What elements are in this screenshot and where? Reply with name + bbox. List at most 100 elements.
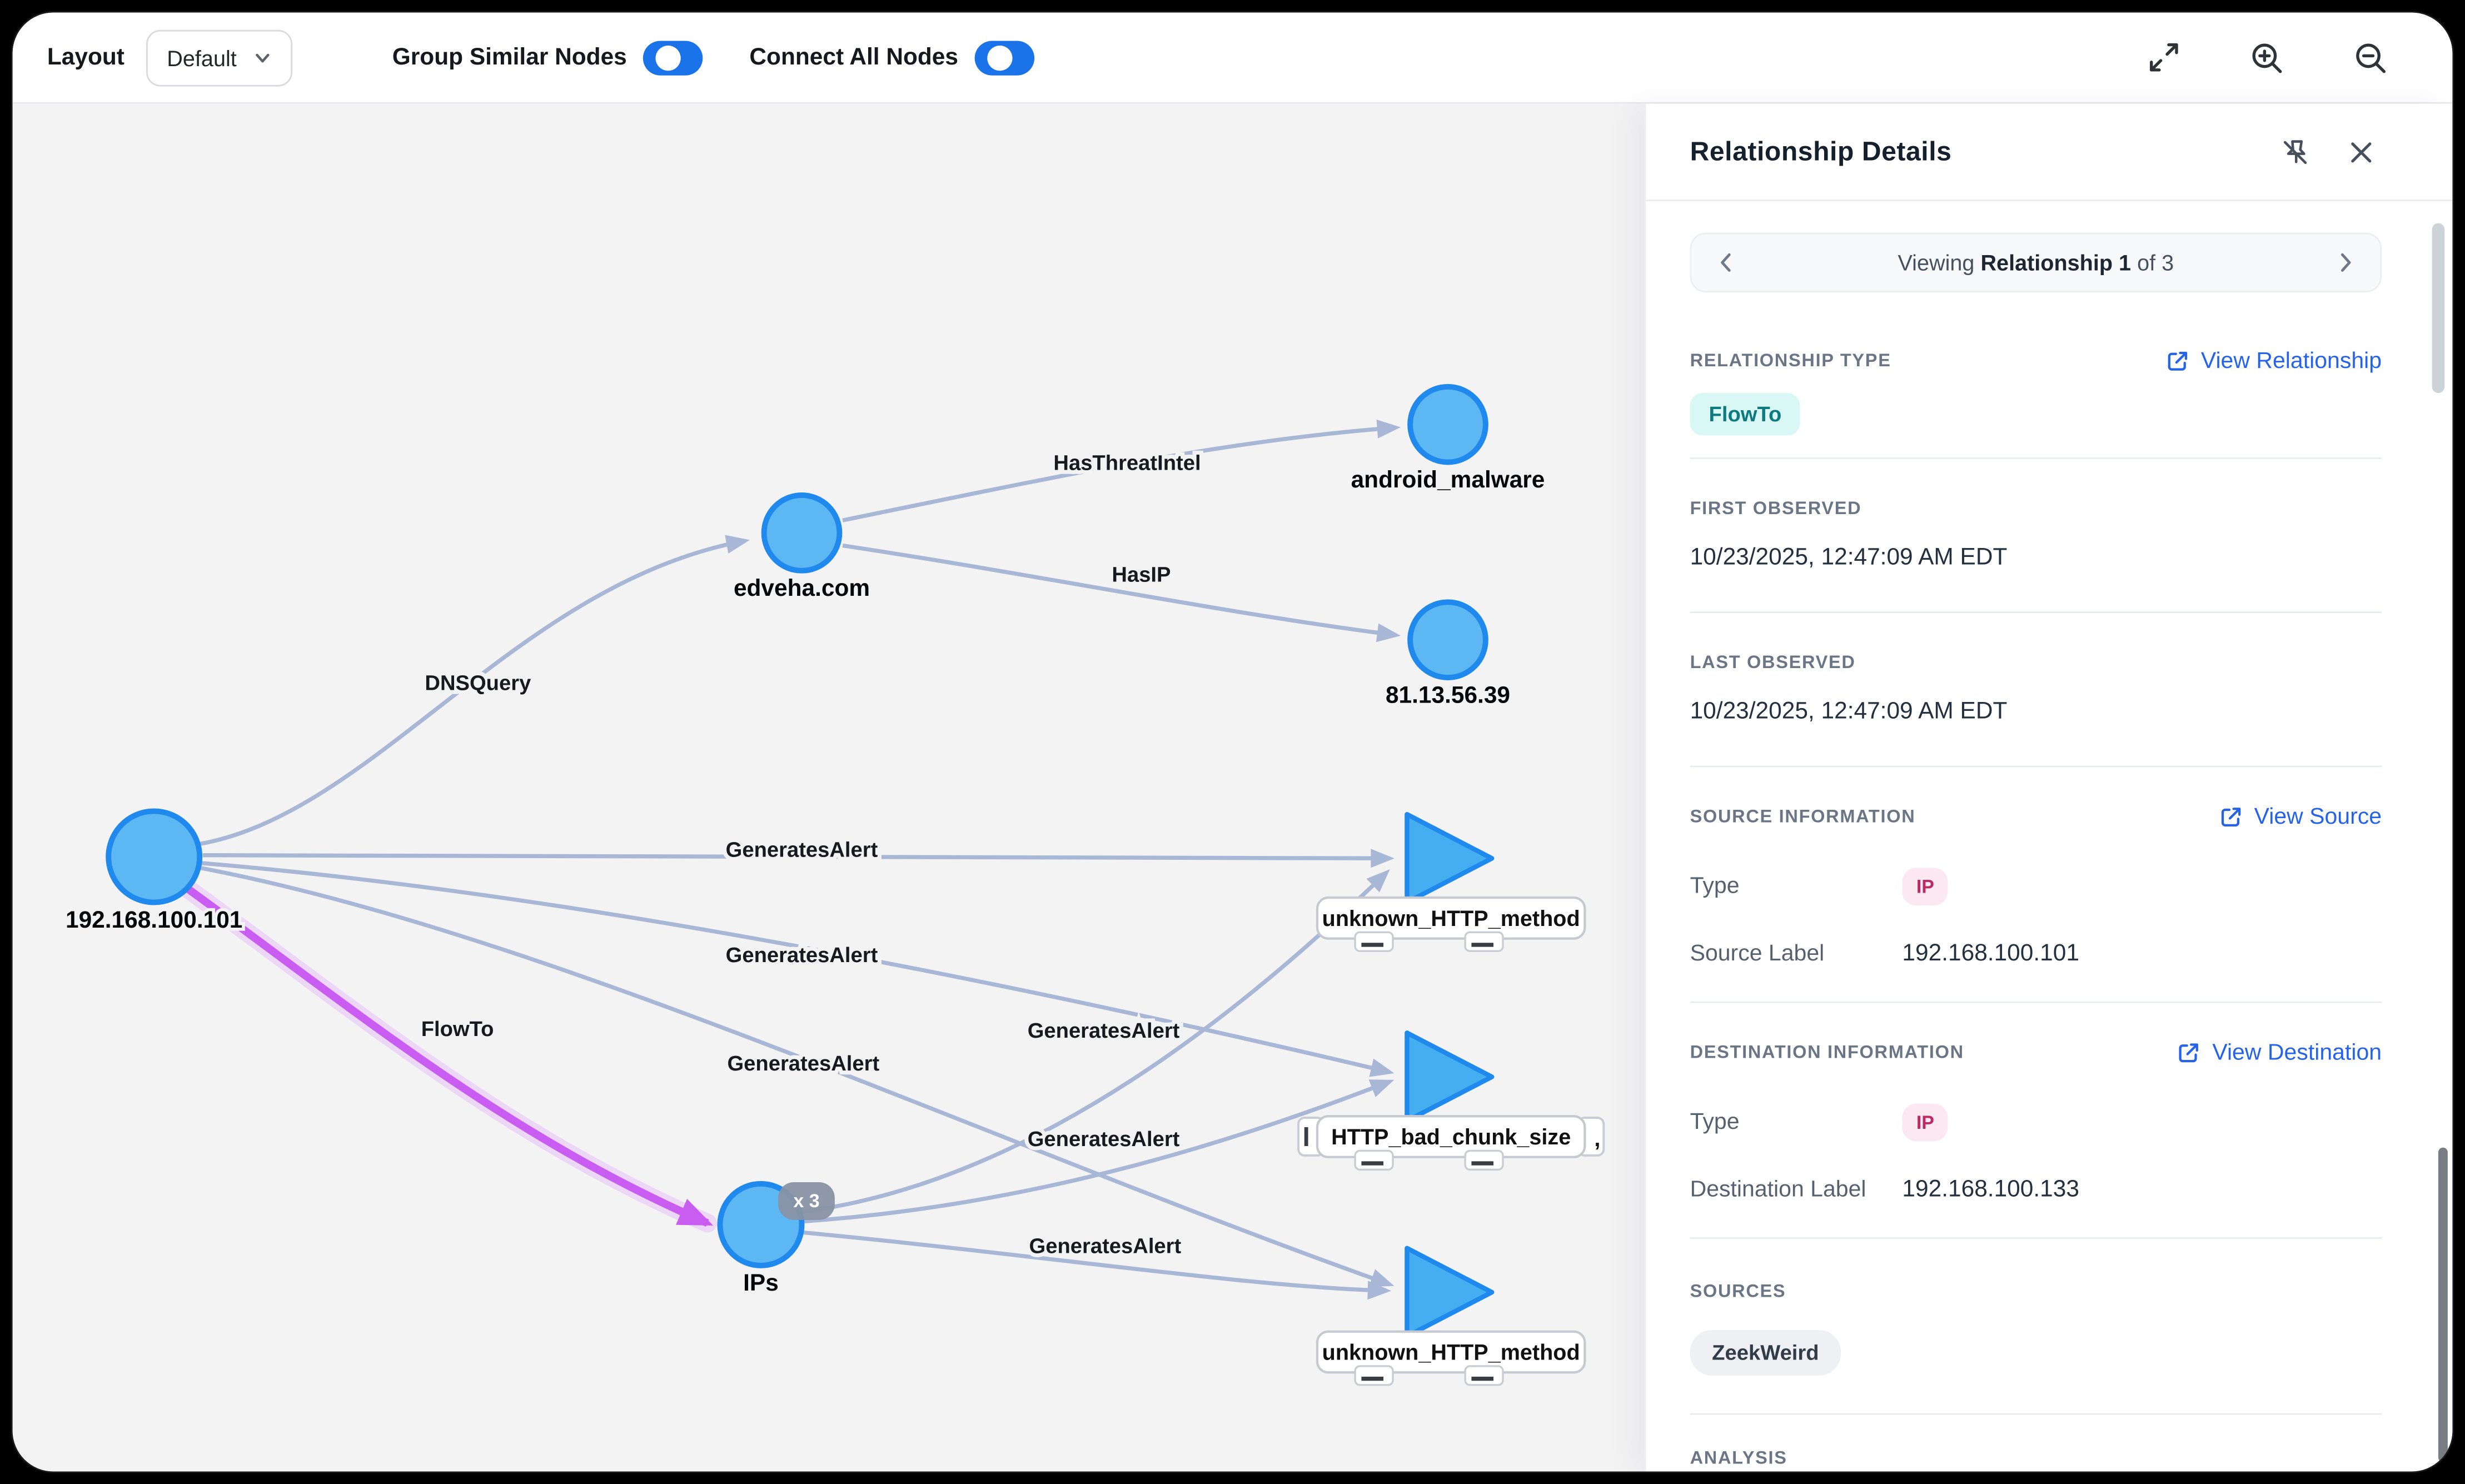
view-relationship-link[interactable]: View Relationship <box>2165 349 2382 374</box>
node-ip101[interactable] <box>106 808 203 905</box>
layout-select[interactable]: Default <box>146 29 292 86</box>
connect-all-nodes-control: Connect All Nodes <box>749 40 1034 75</box>
panel-body: Viewing Relationship 1 of 3 RELATIONSHIP… <box>1646 201 2452 1471</box>
edge-label-hasthreatintel: HasThreatIntel <box>1053 451 1201 475</box>
edge-label-generatesalert-6: GeneratesAlert <box>1029 1234 1182 1258</box>
chevron-right-icon <box>2340 253 2351 272</box>
label-fragment <box>1464 1365 1504 1386</box>
connect-all-nodes-label: Connect All Nodes <box>749 44 959 71</box>
panel-header: Relationship Details <box>1646 104 2453 202</box>
destination-label-row: Destination Label 192.168.100.133 <box>1690 1176 2382 1203</box>
last-observed-value: 10/23/2025, 12:47:09 AM EDT <box>1690 698 2008 725</box>
node-label-box-tri1 <box>1316 896 1586 940</box>
first-observed-value: 10/23/2025, 12:47:09 AM EDT <box>1690 544 2008 571</box>
node-ip81[interactable] <box>1407 599 1488 681</box>
source-label-key: Source Label <box>1690 940 1825 967</box>
relationship-details-panel: Relationship Details <box>1644 103 2453 1472</box>
node-tri3[interactable] <box>1405 1246 1495 1339</box>
external-link-icon <box>2221 808 2240 827</box>
next-relationship-button[interactable] <box>2330 247 2362 278</box>
window-scrollbar[interactable] <box>2438 1147 2448 1462</box>
source-type-badge: IP <box>1902 868 1949 906</box>
edge-generatesalert-2[interactable] <box>201 861 1395 1077</box>
source-label-value: 192.168.100.101 <box>1902 940 2079 967</box>
label-fragment <box>1354 1365 1394 1386</box>
relationship-pager: Viewing Relationship 1 of 3 <box>1690 232 2382 293</box>
edge-generatesalert-3[interactable] <box>199 865 1395 1287</box>
chevron-down-icon <box>255 53 269 62</box>
node-label-ip81: 81.13.56.39 <box>1386 681 1510 708</box>
group-similar-nodes-control: Group Similar Nodes <box>392 40 703 75</box>
node-edveha[interactable] <box>761 492 843 574</box>
layout-select-value: Default <box>167 44 237 70</box>
group-similar-nodes-label: Group Similar Nodes <box>392 44 627 71</box>
expand-icon <box>2149 43 2178 72</box>
divider <box>1690 1001 2382 1003</box>
node-label-ips: IPs <box>743 1269 779 1296</box>
edge-generatesalert-1[interactable] <box>202 849 1395 868</box>
node-label-box-tri2 <box>1316 1115 1586 1158</box>
edge-label-generatesalert-4: GeneratesAlert <box>1028 1019 1180 1043</box>
destination-information-section: DESTINATION INFORMATION View Destination <box>1690 1040 2382 1065</box>
node-tri1[interactable] <box>1405 811 1495 905</box>
edge-hasthreatintel[interactable] <box>842 419 1401 522</box>
zoom-in-button[interactable] <box>2248 38 2286 76</box>
source-type-label: Type <box>1690 874 1740 899</box>
close-panel-button[interactable] <box>2342 133 2380 171</box>
label-fragment <box>1354 1149 1394 1171</box>
chevron-left-icon <box>1721 253 1731 272</box>
unpin-button[interactable] <box>2277 133 2314 171</box>
edge-flowto[interactable] <box>173 877 714 1227</box>
sources-badge: ZeekWeird <box>1690 1329 1841 1376</box>
edge-dnsquery[interactable] <box>197 535 750 846</box>
label-fragment <box>1464 931 1504 952</box>
relationship-type-section: RELATIONSHIP TYPE View Relationship <box>1690 349 2382 374</box>
edge-label-flowto: FlowTo <box>421 1017 494 1041</box>
edge-generatesalert-5[interactable] <box>801 1079 1395 1224</box>
destination-type-row: Type IP <box>1690 1103 2382 1142</box>
edge-hasip[interactable] <box>842 543 1401 643</box>
divider <box>1690 457 2382 459</box>
node-android[interactable] <box>1407 384 1488 465</box>
last-observed-label: LAST OBSERVED <box>1690 654 1856 673</box>
node-label-edveha: edveha.com <box>734 575 870 601</box>
pager-suffix: of 3 <box>2137 250 2174 275</box>
view-source-label: View Source <box>2254 805 2382 830</box>
edge-label-generatesalert-2: GeneratesAlert <box>726 943 878 967</box>
edge-label-generatesalert-5: GeneratesAlert <box>1028 1127 1180 1151</box>
view-source-link[interactable]: View Source <box>2218 805 2382 830</box>
view-destination-link[interactable]: View Destination <box>2176 1040 2382 1066</box>
analysis-label: ANALYSIS <box>1690 1449 1787 1468</box>
connect-all-nodes-toggle[interactable] <box>974 40 1034 75</box>
edge-label-dnsquery: DNSQuery <box>425 671 531 695</box>
pager-current: Relationship 1 <box>1980 250 2132 275</box>
panel-title: Relationship Details <box>1690 136 1952 166</box>
edge-generatesalert-6[interactable] <box>803 1230 1392 1300</box>
external-link-icon <box>2179 1043 2199 1063</box>
edge-label-generatesalert-3: GeneratesAlert <box>727 1052 879 1075</box>
node-label-tri3: unknown_HTTP_method <box>1322 1341 1580 1365</box>
node-label-android: android_malware <box>1351 466 1545 492</box>
close-icon <box>2351 141 2372 162</box>
node-count-badge <box>778 1182 835 1220</box>
relationship-type-label: RELATIONSHIP TYPE <box>1690 352 1891 371</box>
external-link-icon <box>2168 351 2188 371</box>
node-count-badge-label: x 3 <box>793 1191 819 1212</box>
zoom-out-button[interactable] <box>2352 38 2389 76</box>
panel-scrollbar[interactable] <box>2432 223 2445 394</box>
app-window: Layout Default Group Similar Nodes Conne… <box>12 12 2453 1472</box>
relationship-type-badge: FlowTo <box>1690 393 1801 436</box>
toolbar-icon-group <box>2144 13 2389 102</box>
prev-relationship-button[interactable] <box>1710 247 1742 278</box>
destination-type-label: Type <box>1690 1109 1740 1136</box>
group-similar-nodes-toggle[interactable] <box>643 40 703 75</box>
source-type-row: Type IP <box>1690 868 2382 906</box>
divider <box>1690 1237 2382 1239</box>
destination-information-label: DESTINATION INFORMATION <box>1690 1044 1964 1063</box>
layout-label: Layout <box>47 44 125 71</box>
expand-button[interactable] <box>2144 38 2182 76</box>
sources-label: SOURCES <box>1690 1283 1786 1302</box>
node-tri2[interactable] <box>1405 1030 1495 1123</box>
